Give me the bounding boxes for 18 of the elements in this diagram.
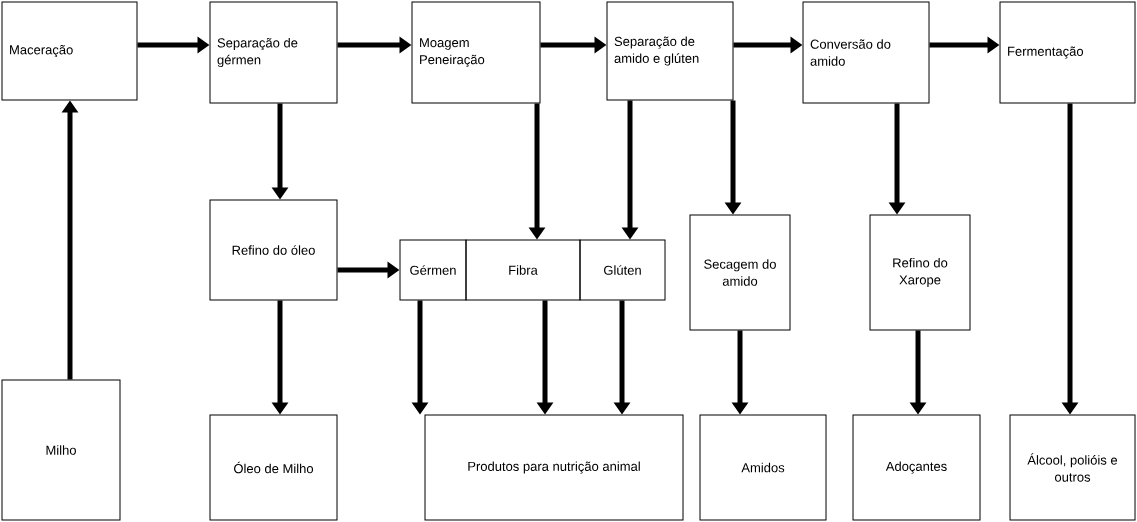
process-box: Separação de amido e glúten — [606, 1, 734, 101]
process-box: Adoçantes — [852, 414, 981, 521]
process-box: Álcool, polióis e outros — [1009, 414, 1136, 521]
process-box: Fermentação — [999, 1, 1136, 104]
process-box: Secagem do amido — [689, 214, 791, 331]
process-box: Glúten — [579, 239, 666, 301]
process-box: Gérmen — [399, 239, 467, 301]
process-box: Produtos para nutrição animal — [424, 414, 684, 521]
process-box: Fibra — [465, 239, 581, 301]
process-box: Milho — [1, 379, 121, 521]
process-box: Refino do Xarope — [869, 214, 971, 331]
process-box: Conversão do amido — [802, 1, 930, 104]
process-box: Amidos — [699, 414, 827, 521]
process-box: Moagem Peneiração — [411, 1, 541, 104]
process-box: Maceração — [1, 1, 138, 101]
process-box: Óleo de Milho — [209, 414, 338, 521]
process-box: Refino do óleo — [209, 199, 338, 301]
process-box: Separação de gérmen — [209, 1, 338, 104]
